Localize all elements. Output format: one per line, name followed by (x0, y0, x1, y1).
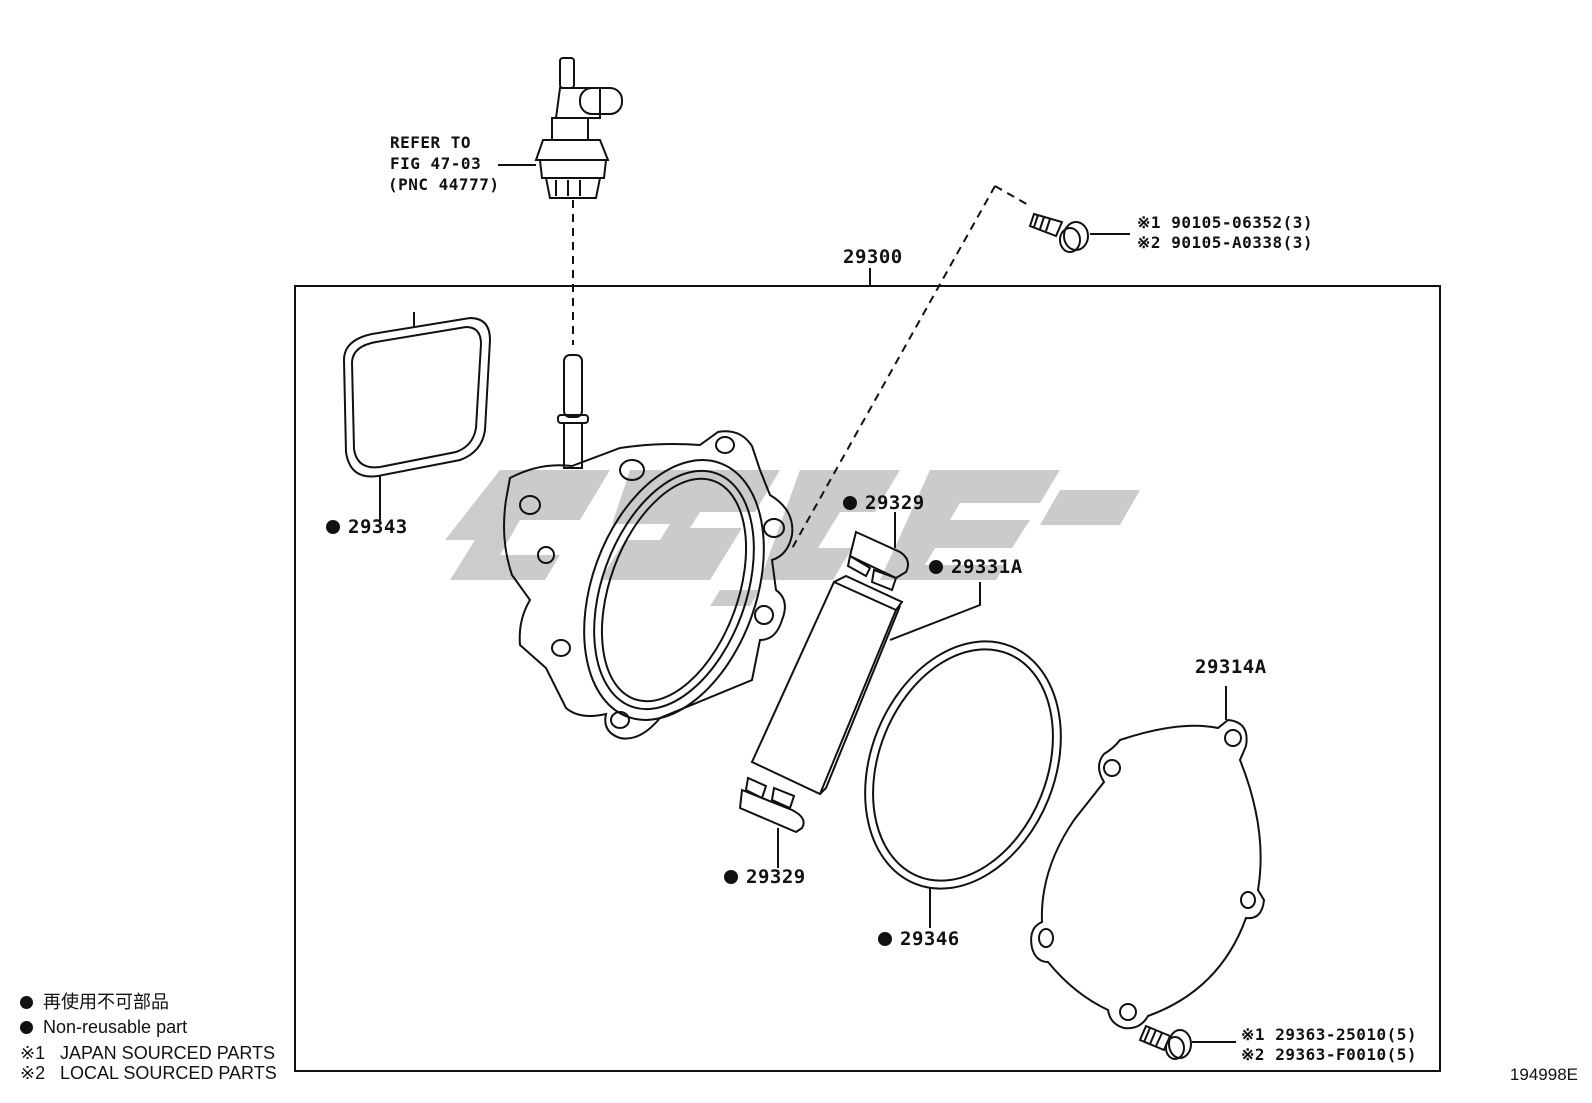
part-label-plate-top[interactable]: 29329 (843, 494, 925, 513)
top-bolt-dash-line (789, 185, 1031, 553)
top-bolt-note-1: ※1 90105-06352(3) (1137, 215, 1313, 231)
bottom-bolt-note2-mark: ※2 (1241, 1045, 1266, 1064)
watermark-logo (445, 470, 1140, 606)
hose-connector-icon (534, 57, 623, 199)
top-bolt-note2-mark: ※2 (1137, 233, 1162, 252)
assembly-frame (294, 285, 1441, 1072)
cover-29314A-icon (1030, 718, 1266, 1030)
bottom-bolt-note-1: ※1 29363-25010(5) (1241, 1027, 1417, 1043)
part-label-gasket[interactable]: 29343 (326, 518, 408, 537)
bottom-bolt-note-2: ※2 29363-F0010(5) (1241, 1047, 1417, 1063)
top-bolt-icon (1028, 212, 1089, 253)
legend-jp: 再使用不可部品 (20, 993, 169, 1011)
refer-line-3: (PNC 44777) (388, 175, 500, 194)
drawing-number: 194998E (1509, 1065, 1578, 1084)
oring-29346-icon (864, 640, 1062, 890)
bottom-bolt-icon (1138, 1024, 1192, 1060)
plate-lower-29329-icon (738, 776, 805, 834)
part-label-oring[interactable]: 29346 (878, 930, 960, 949)
non-reusable-dot-icon (843, 496, 857, 510)
bottom-bolt-part-1[interactable]: 29363-25010(5) (1275, 1025, 1418, 1044)
vane-leader (889, 582, 981, 641)
top-bolt-part-2[interactable]: 90105-A0338(3) (1171, 233, 1314, 252)
vane-29331A-icon (750, 574, 904, 796)
top-bolt-note-2: ※2 90105-A0338(3) (1137, 235, 1313, 251)
bottom-bolt-note1-mark: ※1 (1241, 1025, 1266, 1044)
non-reusable-dot-icon (20, 996, 33, 1009)
bottom-bolt-part-2[interactable]: 29363-F0010(5) (1275, 1045, 1418, 1064)
non-reusable-dot-icon (326, 520, 340, 534)
part-label-cover[interactable]: 29314A (1195, 656, 1267, 678)
vacuum-pump-housing-icon (503, 354, 794, 740)
top-bolt-part-1[interactable]: 90105-06352(3) (1171, 213, 1314, 232)
non-reusable-dot-icon (929, 560, 943, 574)
non-reusable-dot-icon (724, 870, 738, 884)
part-label-vane[interactable]: 29331A (929, 558, 1023, 577)
legend-nonreusable: Non-reusable part (20, 1018, 187, 1036)
assembly-label[interactable]: 29300 (843, 246, 903, 268)
top-bolt-note1-mark: ※1 (1137, 213, 1162, 232)
refer-line-2: FIG 47-03 (390, 154, 482, 173)
plate-upper-29329-icon (846, 530, 909, 592)
non-reusable-dot-icon (20, 1021, 33, 1034)
part-label-plate-bottom[interactable]: 29329 (724, 868, 806, 887)
refer-line-1: REFER TO (390, 133, 472, 152)
non-reusable-dot-icon (878, 932, 892, 946)
gasket-29343-icon (342, 312, 492, 478)
